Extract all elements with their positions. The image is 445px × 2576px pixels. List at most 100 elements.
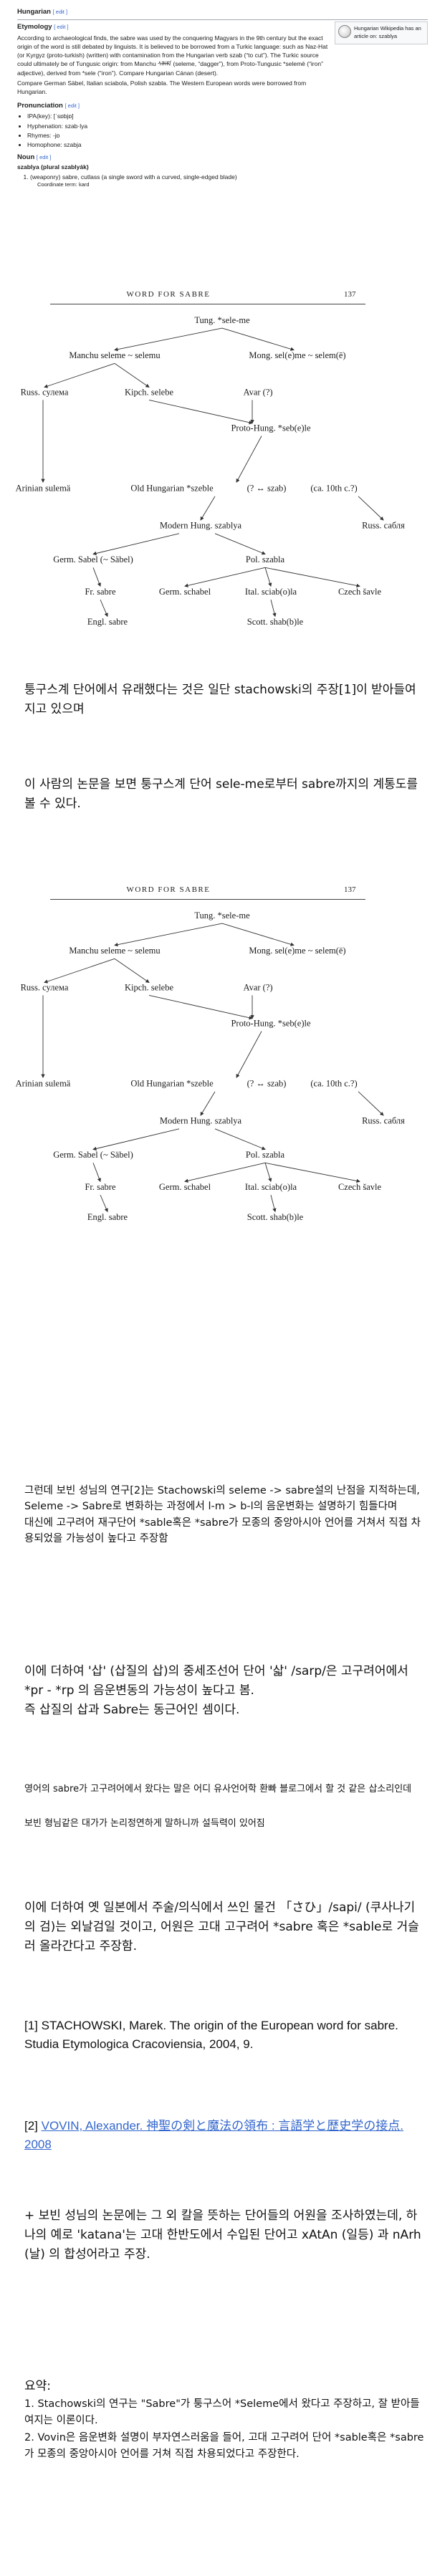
etymology-section: Etymology [ edit ] According to archaeol… — [17, 22, 332, 97]
paragraph-3: 그런데 보빈 성님의 연구[2]는 Stachowski의 seleme -> … — [24, 1483, 426, 1547]
pronunciation-heading: Pronunciation [ edit ] — [17, 101, 80, 110]
tree-node-kipch: Kipch. selebe — [125, 982, 173, 992]
tree-node-ital: Ital. sciab(o)la — [245, 1182, 297, 1192]
edit-link[interactable]: [ edit ] — [64, 102, 80, 109]
tree-edge — [184, 1162, 266, 1183]
tree-node-russ1: Russ. сулема — [21, 387, 69, 397]
tree-node-pol: Pol. szabla — [246, 554, 285, 564]
tree-node-modhung: Modern Hung. szablya — [160, 521, 242, 531]
tree-edge — [236, 436, 262, 483]
noun-heading: Noun [ edit ] — [17, 153, 52, 161]
summary-title: 요약: — [24, 2379, 52, 2393]
tree-node-oldhung: Old Hungarian *szeble — [130, 484, 214, 494]
tree-edge — [92, 533, 180, 556]
wikipedia-box-text: Hungarian Wikipedia has an article on: s… — [354, 25, 421, 39]
tree-edge — [264, 567, 272, 587]
tree-node-engl: Engl. sabre — [87, 617, 128, 627]
divider — [17, 19, 428, 20]
tree-node-czech: Czech šavle — [338, 587, 381, 597]
tree-node-ital: Ital. sciab(o)la — [245, 587, 297, 597]
pron-item: Rhymes: -jɒ — [27, 131, 428, 140]
paragraph-3-line: 대신에 고구려어 재구단어 *sable혹은 *sabre가 모종의 중앙아시아… — [24, 1517, 421, 1545]
tree-node-russ2: Russ. сабля — [362, 1116, 405, 1126]
wiktionary-entry: Hungarian [ edit ] Etymology [ edit ] Ac… — [17, 7, 428, 190]
tree-node-manchu: Manchu seleme ~ selemu — [69, 350, 161, 360]
tree-edge — [358, 1091, 384, 1116]
pron-item: Homophone: szabja — [27, 140, 428, 149]
tree-edge — [264, 1162, 360, 1183]
tree-node-manchu: Manchu seleme ~ selemu — [69, 946, 161, 956]
paragraph-7: + 보빈 성님의 논문에는 그 외 칼을 뜻하는 단어들의 어원을 조사하였는데… — [24, 2209, 421, 2262]
summary: 요약: 1. Stachowski의 연구는 "Sabre"가 퉁구스어 *Se… — [24, 2377, 426, 2463]
tree-edge — [214, 1128, 266, 1150]
tree-node-mong: Mong. sel(e)me ~ selem(ē) — [249, 350, 345, 360]
tree-edge — [221, 327, 295, 351]
wikipedia-box[interactable]: Hungarian Wikipedia has an article on: s… — [335, 21, 428, 44]
tree-edge — [114, 958, 150, 984]
headword: szablya (plural szablyák) — [17, 163, 89, 170]
book-title: WORD FOR SABRE — [126, 290, 211, 299]
paragraph-5: 영어의 sabre가 고구려어에서 왔다는 말은 어디 유사언어학 환빠 블로그… — [24, 1782, 426, 1831]
tree-edge — [214, 533, 266, 555]
paragraph-3-line: 그런데 보빈 성님의 연구[2]는 Stachowski의 seleme -> … — [24, 1485, 420, 1496]
tree-edge — [44, 958, 115, 984]
sense-list: (weaponry) sabre, cutlass (a single swor… — [30, 173, 428, 189]
edit-link[interactable]: [ edit ] — [54, 23, 69, 30]
sense: (weaponry) sabre, cutlass (a single swor… — [30, 173, 428, 189]
paragraph-5-line: 보빈 형님같은 대가가 논리정연하게 말하니까 설득력이 있어짐 — [24, 1818, 265, 1830]
header-rule — [50, 899, 365, 900]
edit-link[interactable]: [ edit ] — [36, 153, 52, 160]
tree-node-germ2: Germ. schabel — [159, 587, 211, 597]
tree-node-oldhung_date: (ca. 10th c.?) — [310, 484, 357, 494]
tree-node-oldhung: Old Hungarian *szeble — [130, 1079, 214, 1089]
tree-edge — [358, 496, 384, 521]
paragraph-1: 퉁구스계 단어에서 유래했다는 것은 일단 stachowski의 주장[1]이… — [24, 683, 416, 717]
tree-edge — [114, 923, 223, 947]
paragraph-4-line: 이에 더하여 '삽' (삽질의 삽)의 중세조선어 단어 '삷' /sarp/은… — [24, 1664, 408, 1698]
tree-node-scott: Scott. shab(b)le — [247, 617, 304, 627]
tree-edge — [114, 327, 223, 352]
reference-2-link[interactable]: VOVIN, Alexander. 神聖の剣と魔法の領布 : 言語学と歴史学の接… — [24, 2119, 403, 2151]
sense-extra: Coordinate term: kard — [37, 181, 90, 188]
tree-node-mong: Mong. sel(e)me ~ selem(ē) — [249, 946, 345, 956]
book-title: WORD FOR SABRE — [126, 885, 211, 894]
tree-node-russ2: Russ. сабля — [362, 521, 405, 531]
tree-edge — [92, 1163, 101, 1183]
pron-item: Hyphenation: szab·lya — [27, 122, 428, 130]
edit-link[interactable]: [ edit ] — [52, 9, 68, 15]
tree-node-fr: Fr. sabre — [85, 1182, 116, 1192]
tree-edge — [221, 923, 295, 946]
tree-node-protohung: Proto-Hung. *seb(e)le — [231, 1018, 311, 1028]
paragraph-5-line: 영어의 sabre가 고구려어에서 왔다는 말은 어디 유사언어학 환빠 블로그… — [24, 1784, 412, 1794]
tree-node-russ1: Russ. сулема — [21, 982, 69, 992]
summary-item: 2. Vovin은 음운변화 설명이 부자연스러움을 들어, 고대 고구려어 단… — [24, 2431, 424, 2460]
tree-node-pol: Pol. szabla — [246, 1150, 285, 1160]
tree-edge — [114, 362, 150, 388]
tree-node-czech: Czech šavle — [338, 1182, 381, 1192]
paragraph-6: 이에 더하여 옛 일본에서 주술/의식에서 쓰인 물건 「さひ」/sapi/ (… — [24, 1900, 419, 1954]
tree-edge — [100, 1194, 108, 1213]
tree-node-oldhung_date: (ca. 10th c.?) — [310, 1079, 357, 1089]
tree-node-kipch: Kipch. selebe — [125, 387, 173, 397]
tree-edge — [148, 994, 253, 1020]
paragraph-3-line: Seleme -> Sabre로 변화하는 과정에서 l-m > b-l의 음운… — [24, 1501, 398, 1513]
tree-node-tung: Tung. *sele-me — [194, 910, 250, 921]
reference-2-number: [2] — [24, 2119, 42, 2133]
tree-node-tung: Tung. *sele-me — [194, 315, 250, 325]
tree-node-engl: Engl. sabre — [87, 1212, 128, 1222]
tree-node-protohung: Proto-Hung. *seb(e)le — [231, 423, 311, 433]
tree-edge — [100, 599, 108, 617]
tree-edge — [200, 1091, 216, 1116]
tree-edge — [92, 567, 101, 587]
tree-edge — [184, 567, 266, 587]
summary-item: 1. Stachowski의 연구는 "Sabre"가 퉁구스어 *Seleme… — [24, 2398, 420, 2427]
reference-2: [2] VOVIN, Alexander. 神聖の剣と魔法の領布 : 言語学と歴… — [24, 2117, 426, 2153]
tree-node-avar: Avar (?) — [243, 387, 272, 397]
tree-node-germ1: Germ. Sabel (~ Säbel) — [53, 1150, 133, 1160]
paragraph-2: 이 사람의 논문을 보면 퉁구스계 단어 sele-me로부터 sabre까지의… — [24, 777, 418, 812]
tree-node-arinian: Arinian sulemä — [16, 1079, 71, 1089]
etymology-text-2: Compare German Säbel, Italian sciabola, … — [17, 80, 307, 96]
reference-1: [1] STACHOWSKI, Marek. The origin of the… — [24, 2019, 398, 2051]
etymology-heading: Etymology [ edit ] — [17, 22, 69, 31]
